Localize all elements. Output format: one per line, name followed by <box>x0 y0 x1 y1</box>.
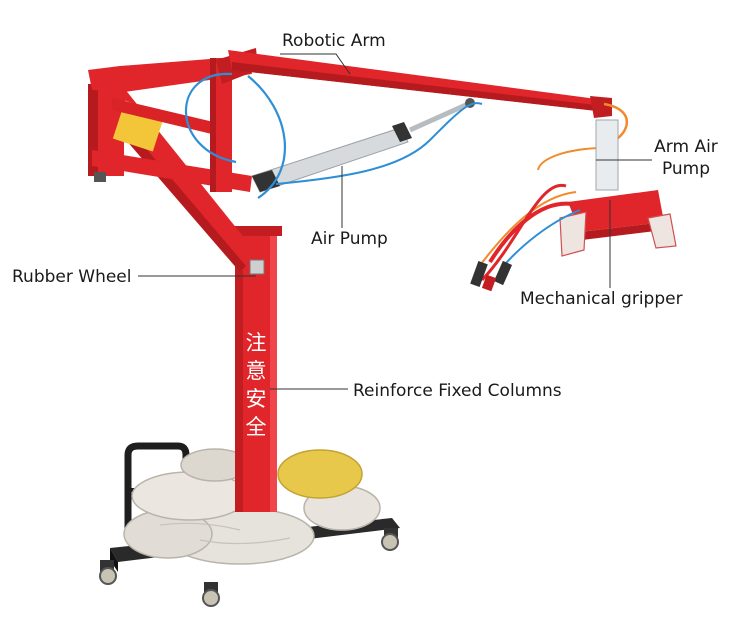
column-char-1: 注 <box>245 331 267 355</box>
label-arm-air-pump-line2: Pump <box>661 159 711 179</box>
label-reinforce-fixed-columns: Reinforce Fixed Columns <box>353 381 562 401</box>
air-hoses <box>185 72 629 199</box>
air-cylinder <box>251 98 475 193</box>
label-arm-air-pump-line1: Arm Air <box>654 137 718 157</box>
mechanical-gripper <box>470 119 677 292</box>
column-char-4: 全 <box>245 415 267 439</box>
label-rubber-wheel: Rubber Wheel <box>12 267 132 287</box>
column-char-2: 意 <box>245 359 267 383</box>
reinforce-fixed-column <box>230 226 282 512</box>
column-char-3: 安 <box>245 387 267 411</box>
label-mechanical-gripper: Mechanical gripper <box>520 289 683 309</box>
sand-bags <box>123 448 381 565</box>
cart-wheels <box>99 528 399 607</box>
label-air-pump: Air Pump <box>311 229 388 249</box>
robotic-arm-beam <box>228 50 612 118</box>
leader-robotic-arm <box>280 53 351 75</box>
label-robotic-arm: Robotic Arm <box>282 31 386 51</box>
rear-frame <box>88 48 258 192</box>
label-arm-air-pump: Arm Air Pump <box>646 136 726 180</box>
leader-lines <box>138 53 652 390</box>
